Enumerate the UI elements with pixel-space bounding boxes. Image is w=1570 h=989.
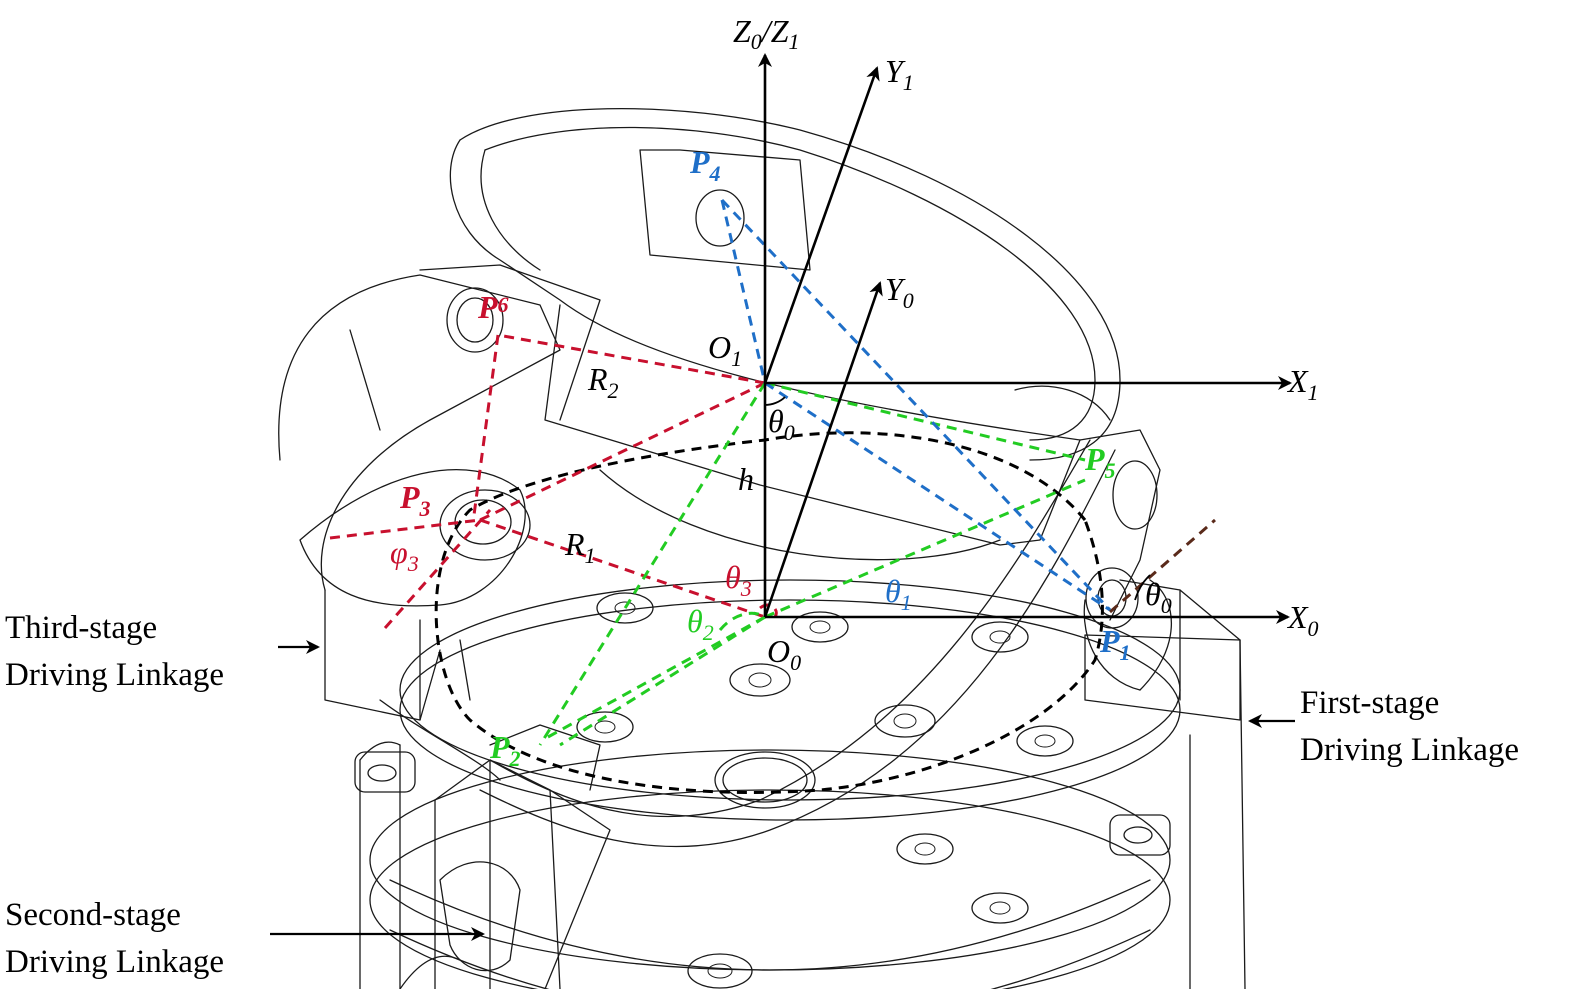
construction-lines (329, 198, 1216, 794)
tilt-line (1109, 518, 1216, 614)
theta0-right-label: θ0 (1145, 576, 1172, 618)
o0-label: O0 (767, 633, 801, 675)
p4-label: P4 (689, 144, 721, 186)
second-stage-arm-drawing (379, 439, 1116, 989)
third-stage-linkage-drawing (278, 264, 601, 721)
second-stage-callout-line1: Second-stage (5, 897, 181, 933)
theta0-right-arc (1134, 574, 1151, 601)
p1-label: P1 (1099, 623, 1131, 665)
theta1-label: θ1 (885, 573, 912, 615)
y1-label: Y1 (885, 53, 914, 95)
y0-axis (763, 281, 883, 618)
third-stage-callout-line2: Driving Linkage (5, 657, 224, 693)
h-label: h (738, 461, 754, 497)
y0-label: Y0 (885, 271, 914, 313)
symbol-labels: R2 R1 h θ0 θ0 θ1 θ2 θ3 φ3 (390, 361, 1172, 645)
coordinate-axes (758, 53, 1292, 624)
o1-label: O1 (708, 329, 742, 371)
p2-label: P2 (489, 729, 521, 771)
p5-label: P5 (1084, 441, 1116, 483)
p3-label: P3 (399, 479, 431, 521)
theta2-label: θ2 (687, 603, 714, 645)
r1-label: R1 (564, 526, 596, 568)
theta0-center-label: θ0 (768, 403, 795, 445)
first-stage-callout-line2: Driving Linkage (1300, 732, 1519, 768)
upper-ring (449, 107, 1121, 561)
base-housing (354, 579, 1246, 989)
mechanism-drawing (278, 107, 1246, 989)
first-stage-callout-line1: First-stage (1300, 685, 1439, 721)
y1-axis (763, 66, 880, 384)
phi3-label: φ3 (390, 534, 419, 576)
p6-label: P6 (477, 289, 509, 325)
theta3-label: θ3 (725, 559, 752, 601)
theta0-center-arc (764, 396, 786, 406)
green-dashed-lines (538, 381, 1086, 747)
third-stage-callout-line1: Third-stage (5, 610, 157, 646)
callouts: Third-stage Driving Linkage First-stage … (5, 610, 1519, 980)
r2-label: R2 (587, 361, 619, 403)
x0-label: X0 (1286, 599, 1319, 641)
bottom-plate (399, 579, 1181, 989)
z0-z1-label: Z0/Z1 (733, 13, 799, 54)
red-dashed-lines (329, 333, 778, 629)
point-labels: P4 P6 P3 P5 P1 P2 (399, 144, 1131, 771)
first-stage-linkage-drawing (1079, 429, 1172, 691)
x1-label: X1 (1286, 363, 1319, 405)
blue-dashed-lines (720, 198, 1112, 612)
axis-labels: Z0/Z1 Y1 Y0 X1 X0 O1 O0 (708, 13, 1319, 675)
black-dashed-arc (434, 431, 1104, 794)
second-stage-callout-line2: Driving Linkage (5, 944, 224, 980)
